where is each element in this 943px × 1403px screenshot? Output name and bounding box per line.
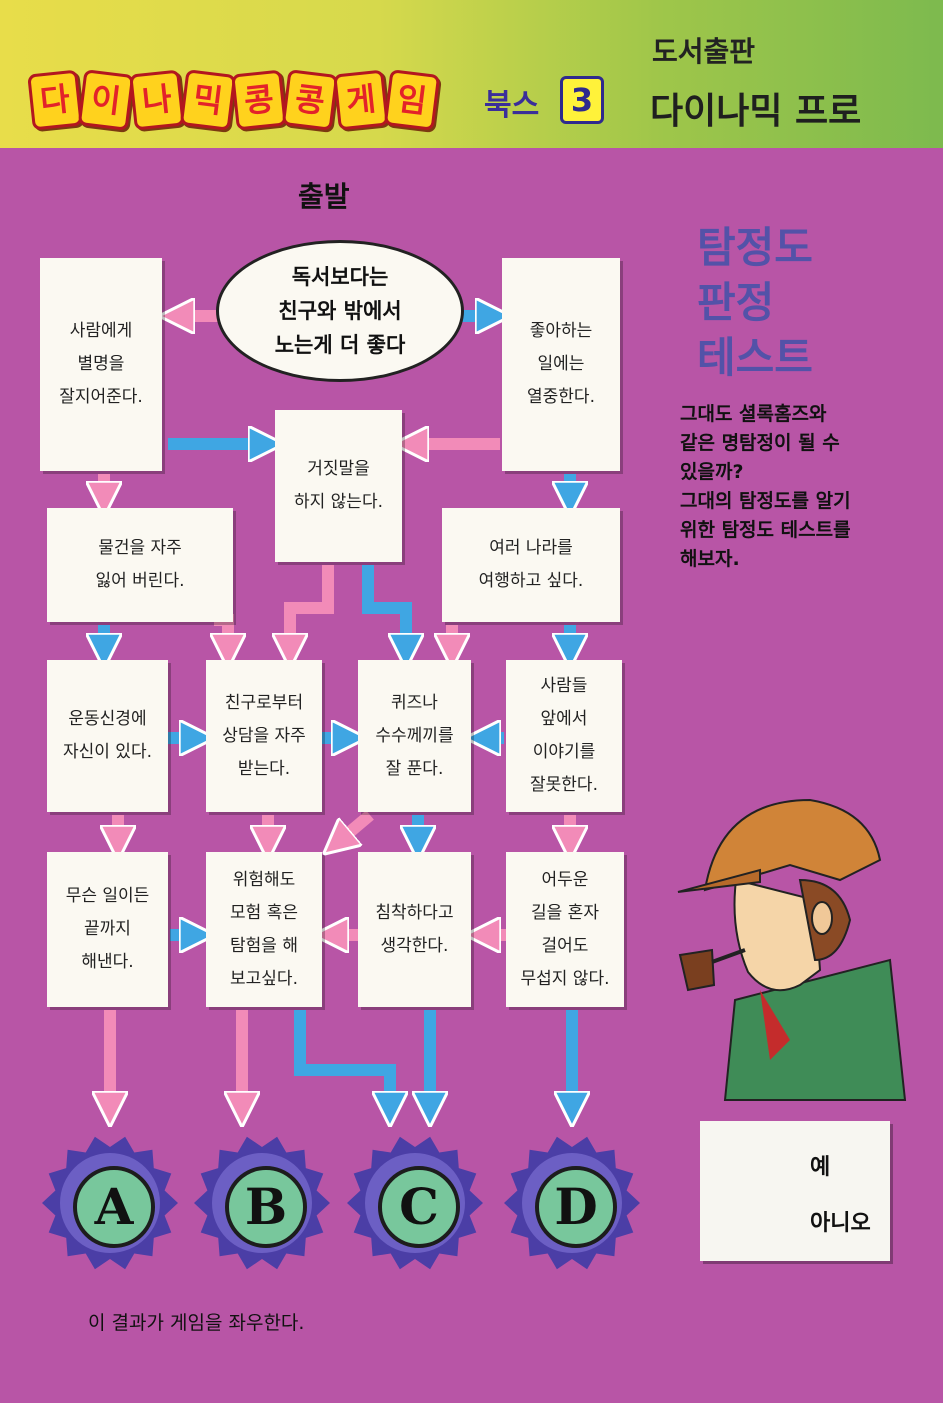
question-persist: 무슨 일이든 끝까지 해낸다.: [47, 852, 168, 1007]
question-lose-things: 물건을 자주 잃어 버린다.: [47, 508, 233, 622]
result-b: B: [192, 1133, 332, 1273]
result-d: D: [502, 1133, 642, 1273]
legend-no-label: 아니오: [810, 1211, 871, 1236]
legend-yes-label: 예: [810, 1155, 831, 1180]
result-a-letter: A: [73, 1166, 155, 1248]
question-dark-road: 어두운 길을 혼자 걸어도 무섭지 않다.: [506, 852, 624, 1007]
result-a: A: [40, 1133, 180, 1273]
books-label: 북스: [484, 88, 540, 123]
question-no-lie: 거짓말을 하지 않는다.: [275, 410, 402, 562]
result-c-letter: C: [378, 1166, 460, 1248]
question-calm: 침착하다고 생각한다.: [358, 852, 471, 1007]
question-adventure: 위험해도 모험 혹은 탐험을 해 보고싶다.: [206, 852, 322, 1007]
test-description: 그대도 셜록홈즈와 같은 명탐정이 될 수 있을까? 그대의 탐정도를 알기 위…: [680, 403, 851, 570]
publisher-name: 다이나믹 프로: [650, 91, 862, 132]
arrow-no: [294, 1010, 390, 1108]
question-quiz: 퀴즈나 수수께끼를 잘 푼다.: [358, 660, 471, 812]
question-speech: 사람들 앞에서 이야기를 잘못한다.: [506, 660, 622, 812]
publisher-label: 도서출판: [652, 35, 756, 68]
arrow-no: [362, 565, 406, 650]
arrow-yes: [338, 810, 374, 842]
question-travel: 여러 나라를 여행하고 싶다.: [442, 508, 620, 622]
result-b-letter: B: [225, 1166, 307, 1248]
start-question: 독서보다는 친구와 밖에서 노는게 더 좋다: [216, 240, 464, 382]
footer-note: 이 결과가 게임을 좌우한다.: [88, 1312, 305, 1334]
result-d-letter: D: [535, 1166, 617, 1248]
question-nickname: 사람에게 별명을 잘지어준다.: [40, 258, 162, 471]
legend: 예 아니오: [700, 1121, 890, 1261]
detective-illustration: [677, 798, 907, 1101]
header-banner: 다 이 나 믹 콩 콩 게 임 북스 3 도서출판 다이나믹 프로: [0, 0, 943, 148]
test-title: 탐정도 판정 테스트: [697, 223, 813, 382]
start-label: 출발: [298, 180, 350, 213]
question-athletic: 운동신경에 자신이 있다.: [47, 660, 168, 812]
books-number: 3: [560, 76, 604, 124]
question-advice: 친구로부터 상담을 자주 받는다.: [206, 660, 322, 812]
question-enthusiast: 좋아하는 일에는 열중한다.: [502, 258, 620, 471]
arrow-yes: [290, 565, 334, 650]
result-c: C: [345, 1133, 485, 1273]
